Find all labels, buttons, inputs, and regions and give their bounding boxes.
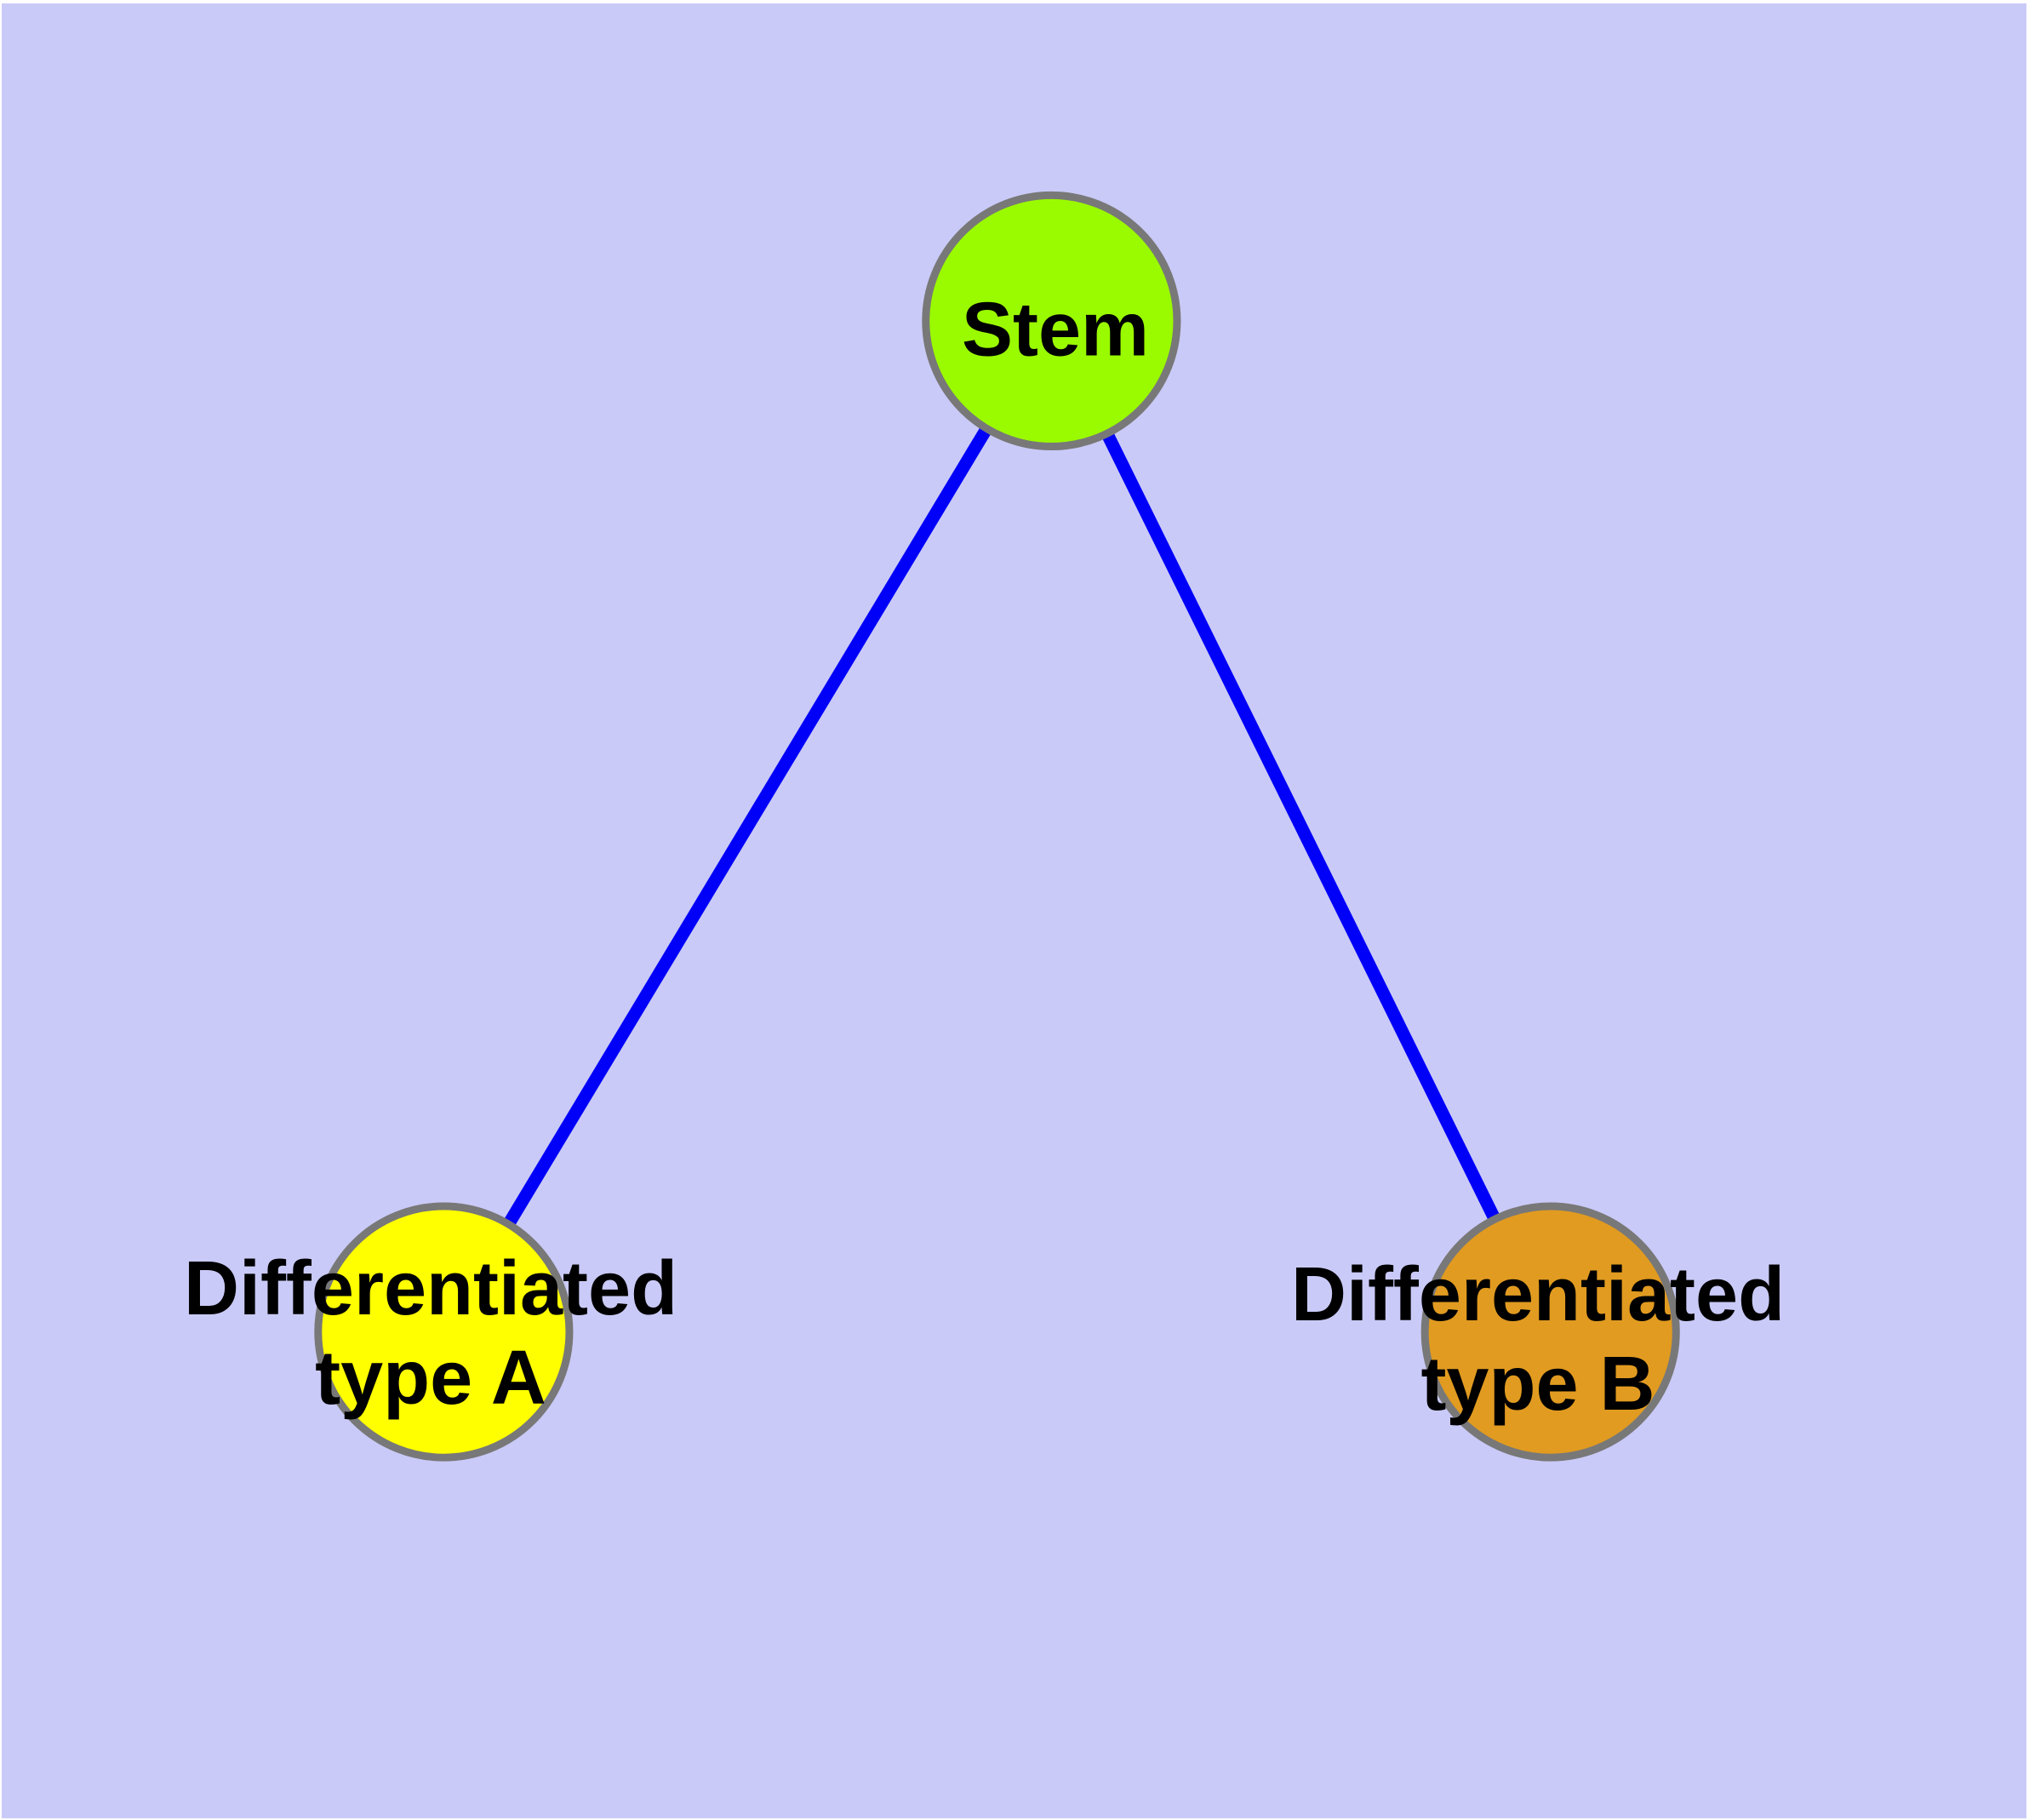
stem-node-circle[interactable] xyxy=(922,191,1181,451)
edge-stem-to-type-a xyxy=(437,318,1057,1336)
differentiated-type-b-node-circle[interactable] xyxy=(1420,1202,1680,1462)
edge-stem-to-type-b xyxy=(1045,318,1557,1335)
graph-drawing xyxy=(314,191,1680,1462)
differentiated-type-a-node-circle[interactable] xyxy=(314,1202,574,1462)
